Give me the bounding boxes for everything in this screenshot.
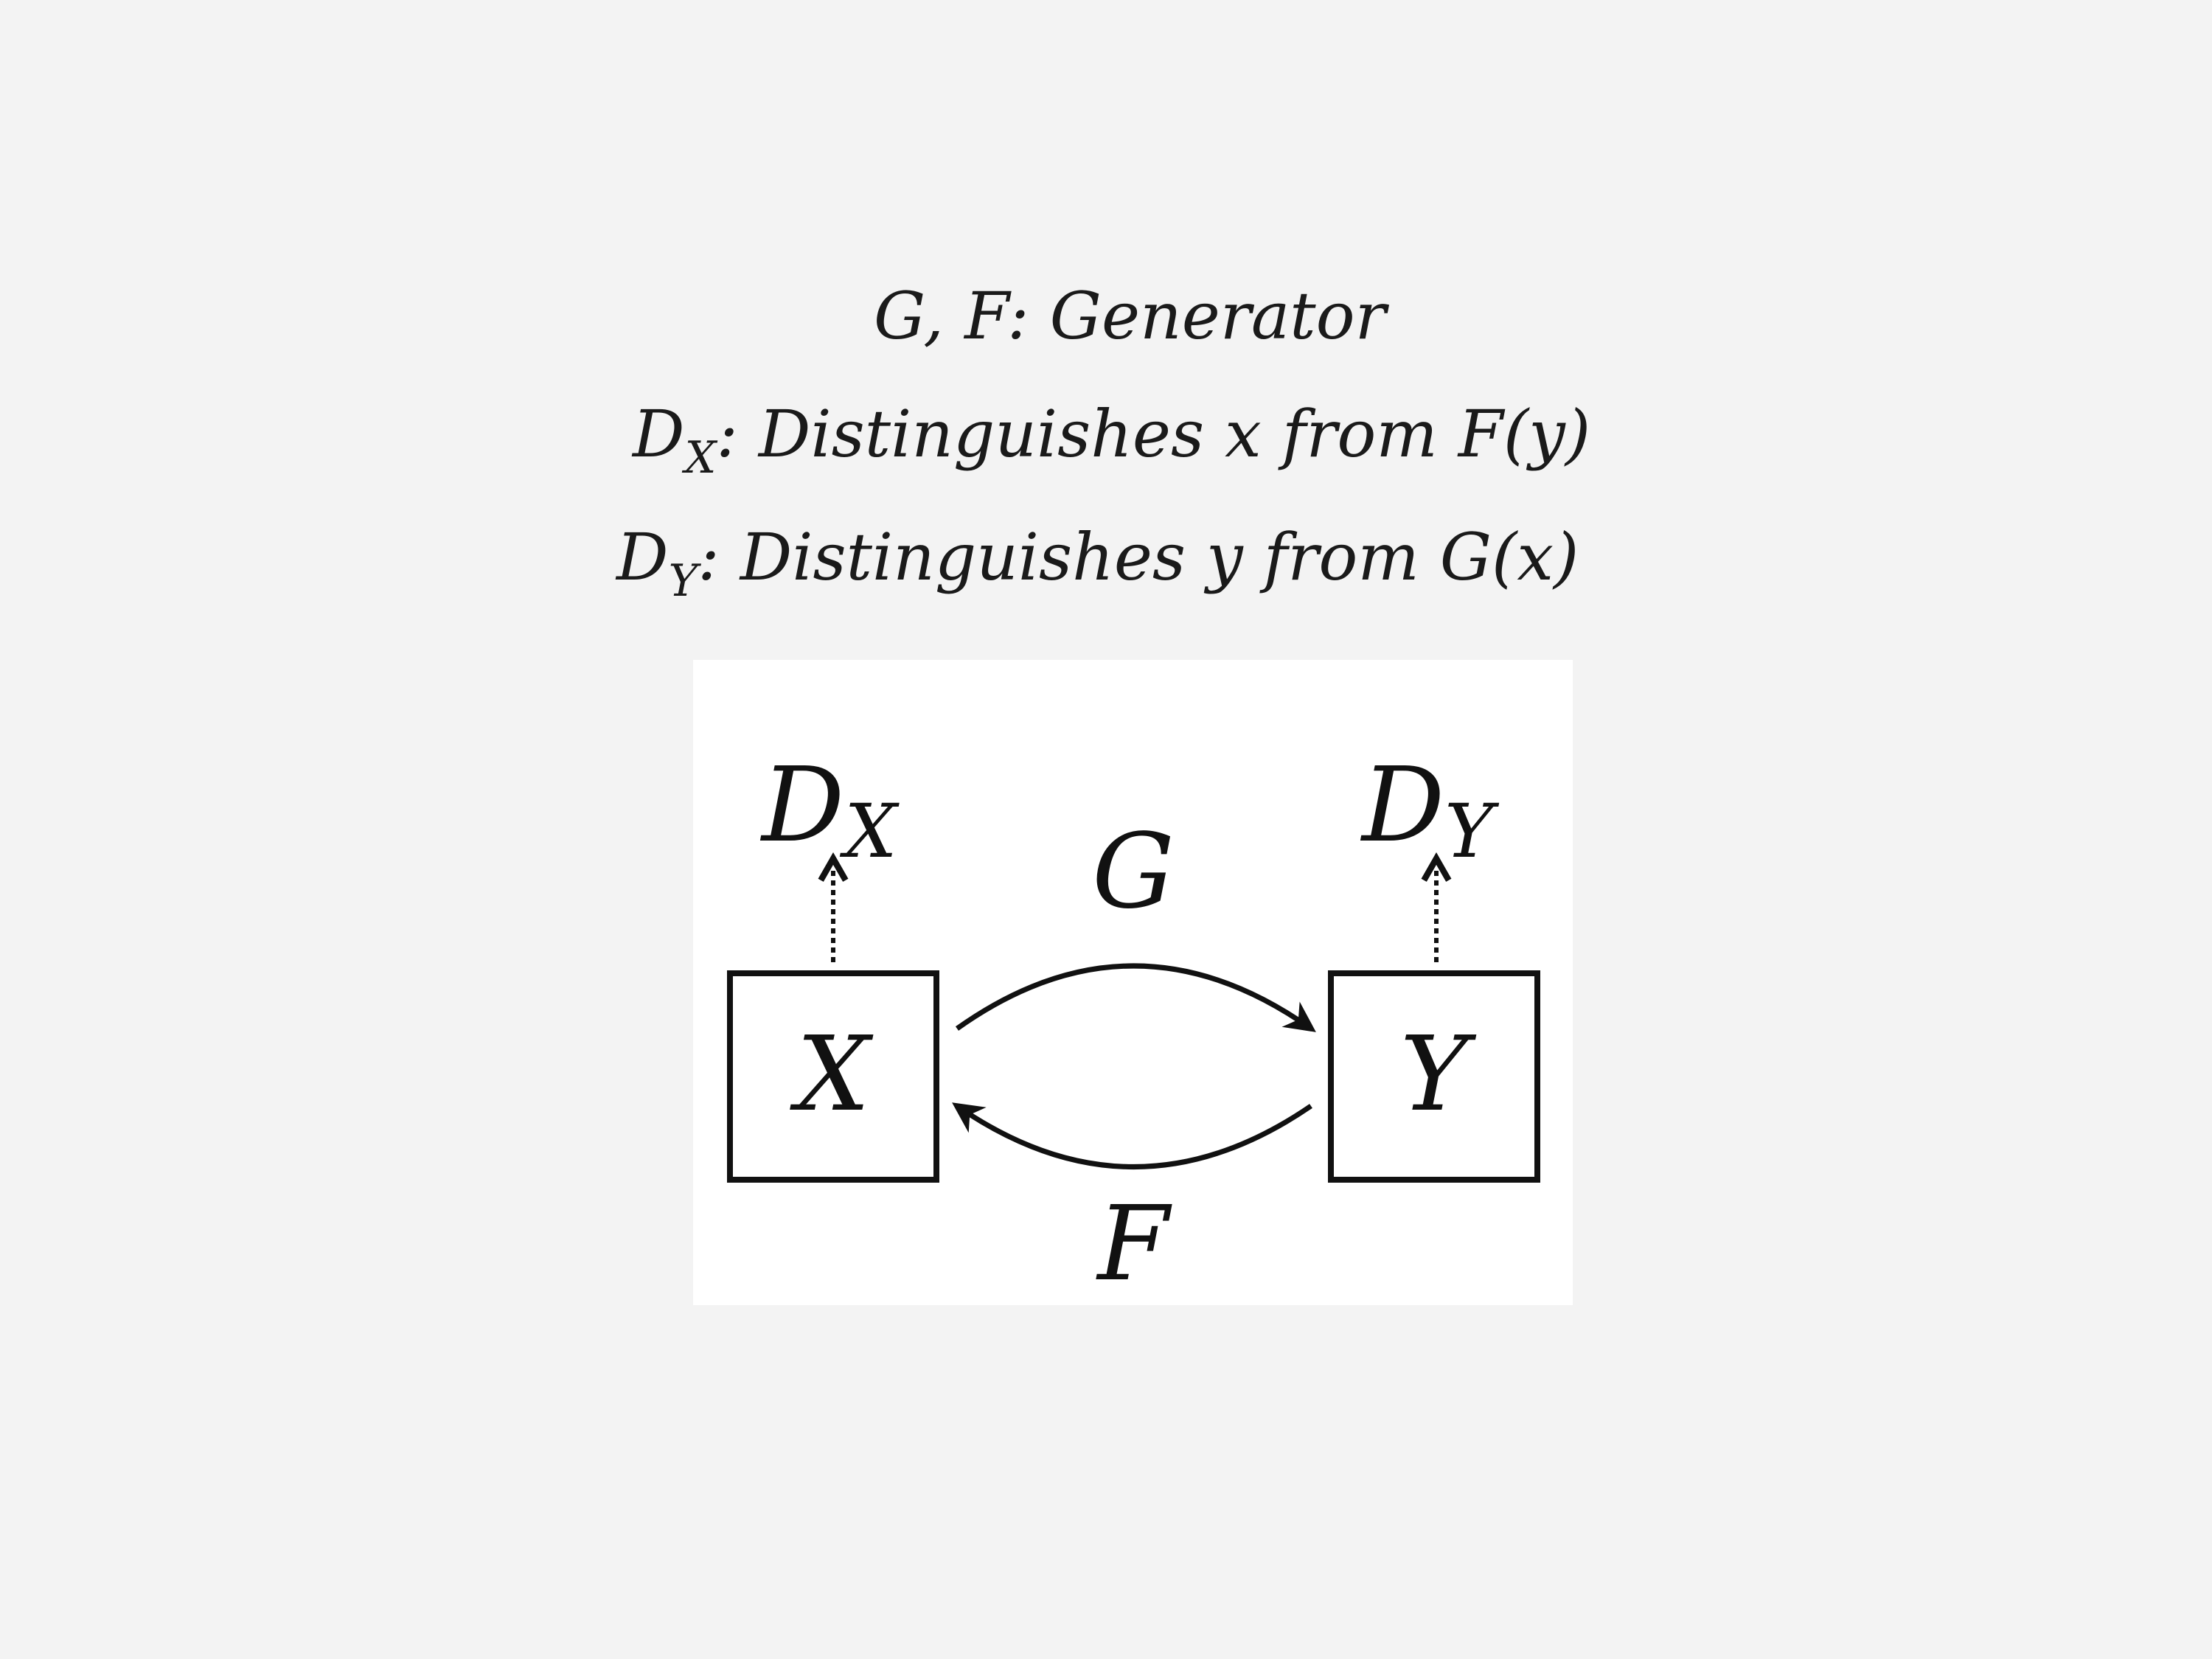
discriminator-dx-subscript: X [839, 788, 900, 874]
node-y-box [1328, 970, 1540, 1183]
discriminator-dy-label: DY [1360, 745, 1499, 874]
node-y-label: Y [1400, 1015, 1477, 1135]
legend-generator-line: G, F: Generator [874, 284, 1386, 349]
discriminator-dx-label: DX [759, 745, 900, 874]
legend-dx-line: DX: Distinguishes x from F(y) [633, 402, 1590, 481]
edge-f-label: F [1095, 1184, 1172, 1304]
diagram-canvas: X Y DX DY G F [727, 745, 1540, 1304]
arrow-f-y-to-x [952, 1102, 1312, 1169]
discriminator-dy-subscript: Y [1444, 788, 1499, 874]
arrow-g-x-to-y [955, 963, 1316, 1032]
legend-dy-line: DY: Distinguishes y from G(x) [616, 525, 1579, 604]
cyclegan-diagram: X Y DX DY G F [693, 660, 1573, 1305]
legend-dy-text: : Distinguishes y from G(x) [698, 519, 1579, 595]
legend-dy-subscript: Y [668, 555, 698, 607]
legend-dy-symbol: D [616, 519, 669, 595]
discriminator-dx-symbol: D [759, 745, 844, 866]
node-x-label: X [789, 1015, 874, 1135]
legend-dx-subscript: X [684, 432, 717, 484]
legend-dx-text: : Distinguishes x from F(y) [716, 396, 1591, 472]
node-x-box [727, 970, 939, 1183]
legend-generator-text: G, F: Generator [874, 278, 1386, 354]
edge-g-label: G [1092, 812, 1175, 932]
legend-dx-symbol: D [633, 396, 685, 472]
discriminator-dy-symbol: D [1360, 745, 1444, 866]
